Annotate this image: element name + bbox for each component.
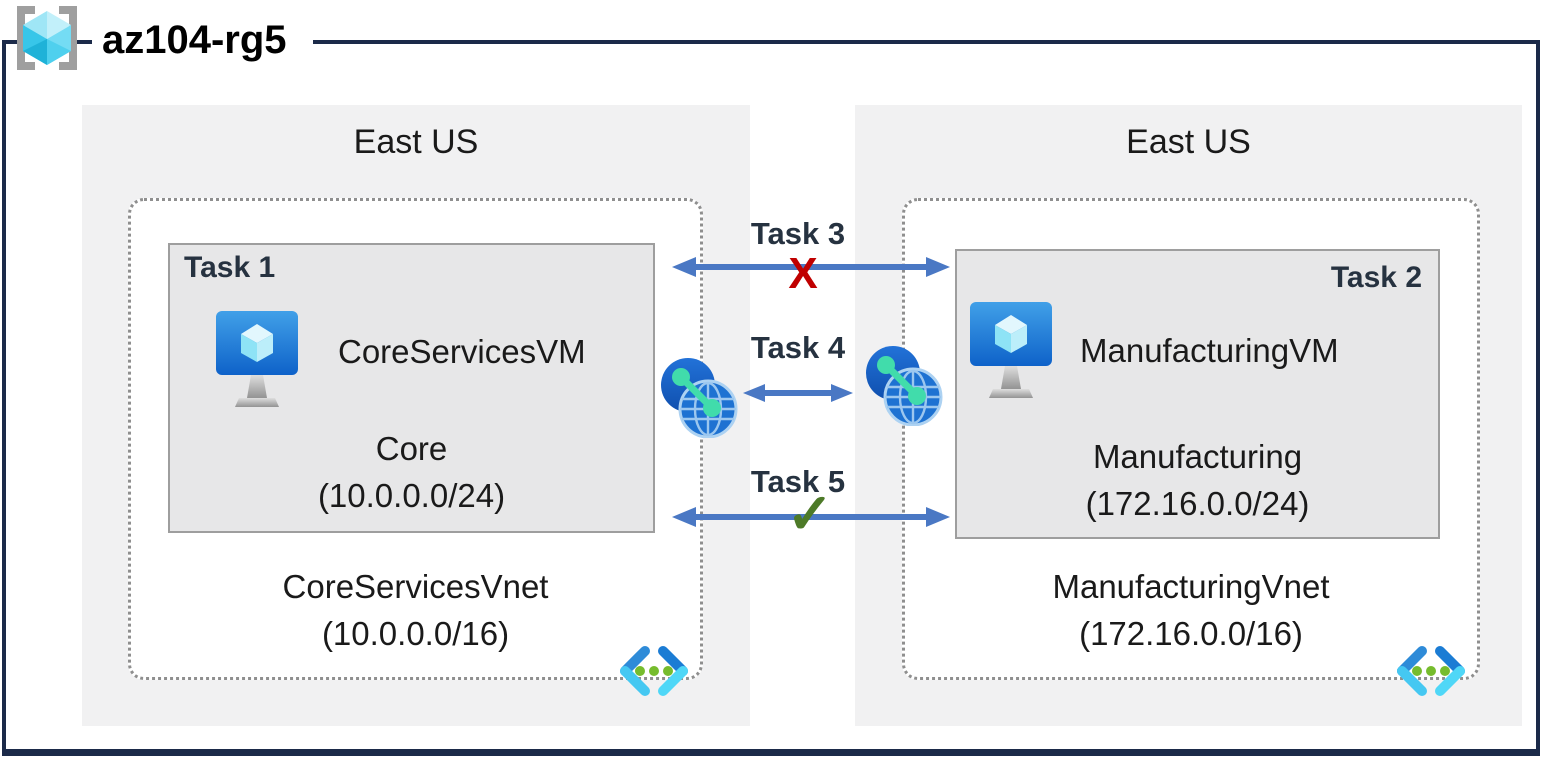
- vm-name: CoreServicesVM: [338, 333, 586, 370]
- vm-name: ManufacturingVM: [1080, 332, 1339, 369]
- subnet-manufacturing: Task 2 ManufacturingVM Manufacturing (17…: [955, 249, 1440, 539]
- task-4-arrow: [741, 380, 855, 411]
- allowed-check-marker: ✓: [786, 482, 834, 545]
- region-east-us-right: East US Task 2 ManufacturingVM: [855, 105, 1522, 726]
- task-3-label: Task 3: [750, 216, 846, 251]
- vnet-cidr: (172.16.0.0/16): [1079, 615, 1303, 652]
- subnet-name-block: Core (10.0.0.0/24): [170, 425, 653, 519]
- vnet-name-block: ManufacturingVnet (172.16.0.0/16): [905, 563, 1477, 657]
- subnet-name: Core: [375, 430, 448, 467]
- vnet-coreservices: Task 1: [128, 198, 703, 696]
- vnet-peering-icon: [864, 346, 944, 431]
- vnet-name: ManufacturingVnet: [1052, 568, 1330, 605]
- task-1-label: Task 1: [184, 251, 276, 284]
- virtual-network-icon: [619, 645, 689, 702]
- resource-group-icon: [8, 4, 86, 77]
- vnet-name-block: CoreServicesVnet (10.0.0.0/16): [131, 563, 700, 657]
- blocked-x-marker: X: [788, 249, 818, 298]
- resource-group-title: az104-rg5: [92, 14, 313, 66]
- subnet-core: Task 1: [168, 243, 655, 533]
- resource-group-frame: [2, 40, 1540, 756]
- virtual-network-icon: [1396, 645, 1466, 702]
- virtual-machine-icon: [969, 301, 1053, 408]
- subnet-name: Manufacturing: [1092, 438, 1303, 475]
- vnet-peering-icon: [659, 358, 739, 443]
- vnet-cidr: (10.0.0.0/16): [321, 615, 510, 652]
- region-title: East US: [1126, 123, 1251, 161]
- vnet-name: CoreServicesVnet: [282, 568, 549, 605]
- subnet-cidr: (172.16.0.0/24): [1085, 485, 1310, 522]
- task-3-arrow: [670, 254, 952, 285]
- subnet-cidr: (10.0.0.0/24): [317, 477, 506, 514]
- vnet-manufacturing: Task 2 ManufacturingVM Manufacturing (17…: [902, 198, 1480, 696]
- task-4-label: Task 4: [750, 330, 846, 365]
- region-title: East US: [353, 123, 479, 161]
- virtual-machine-icon: [215, 310, 299, 417]
- task-5-arrow: [670, 504, 952, 535]
- subnet-name-block: Manufacturing (172.16.0.0/24): [957, 433, 1438, 527]
- task-2-label: Task 2: [1330, 261, 1422, 294]
- region-east-us-left: East US Task 1: [82, 105, 750, 726]
- task-5-label: Task 5: [750, 464, 846, 499]
